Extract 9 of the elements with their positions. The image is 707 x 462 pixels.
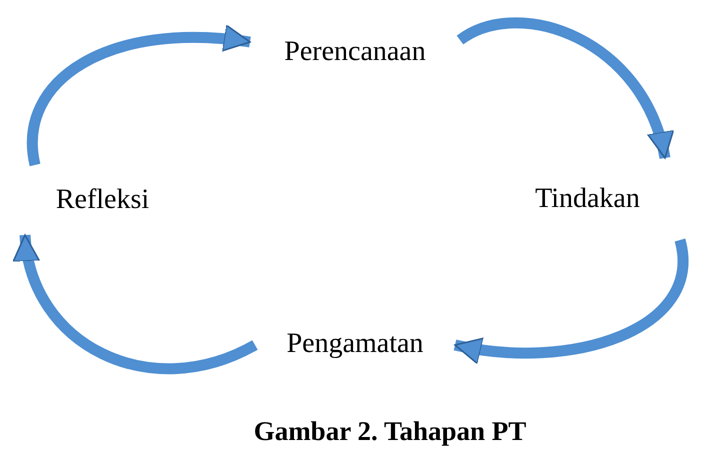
stage-label: Pengamatan — [255, 320, 455, 368]
curved-arrow — [457, 17, 672, 160]
stage-label: Perencanaan — [250, 28, 460, 76]
stage-label: Tindakan — [485, 158, 690, 240]
stage-label: Refleksi — [20, 165, 185, 235]
curved-arrow — [454, 239, 688, 364]
curved-arrow — [14, 234, 258, 374]
curved-arrow — [26, 25, 251, 166]
figure-caption: Gambar 2. Tahapan PT — [252, 416, 528, 447]
